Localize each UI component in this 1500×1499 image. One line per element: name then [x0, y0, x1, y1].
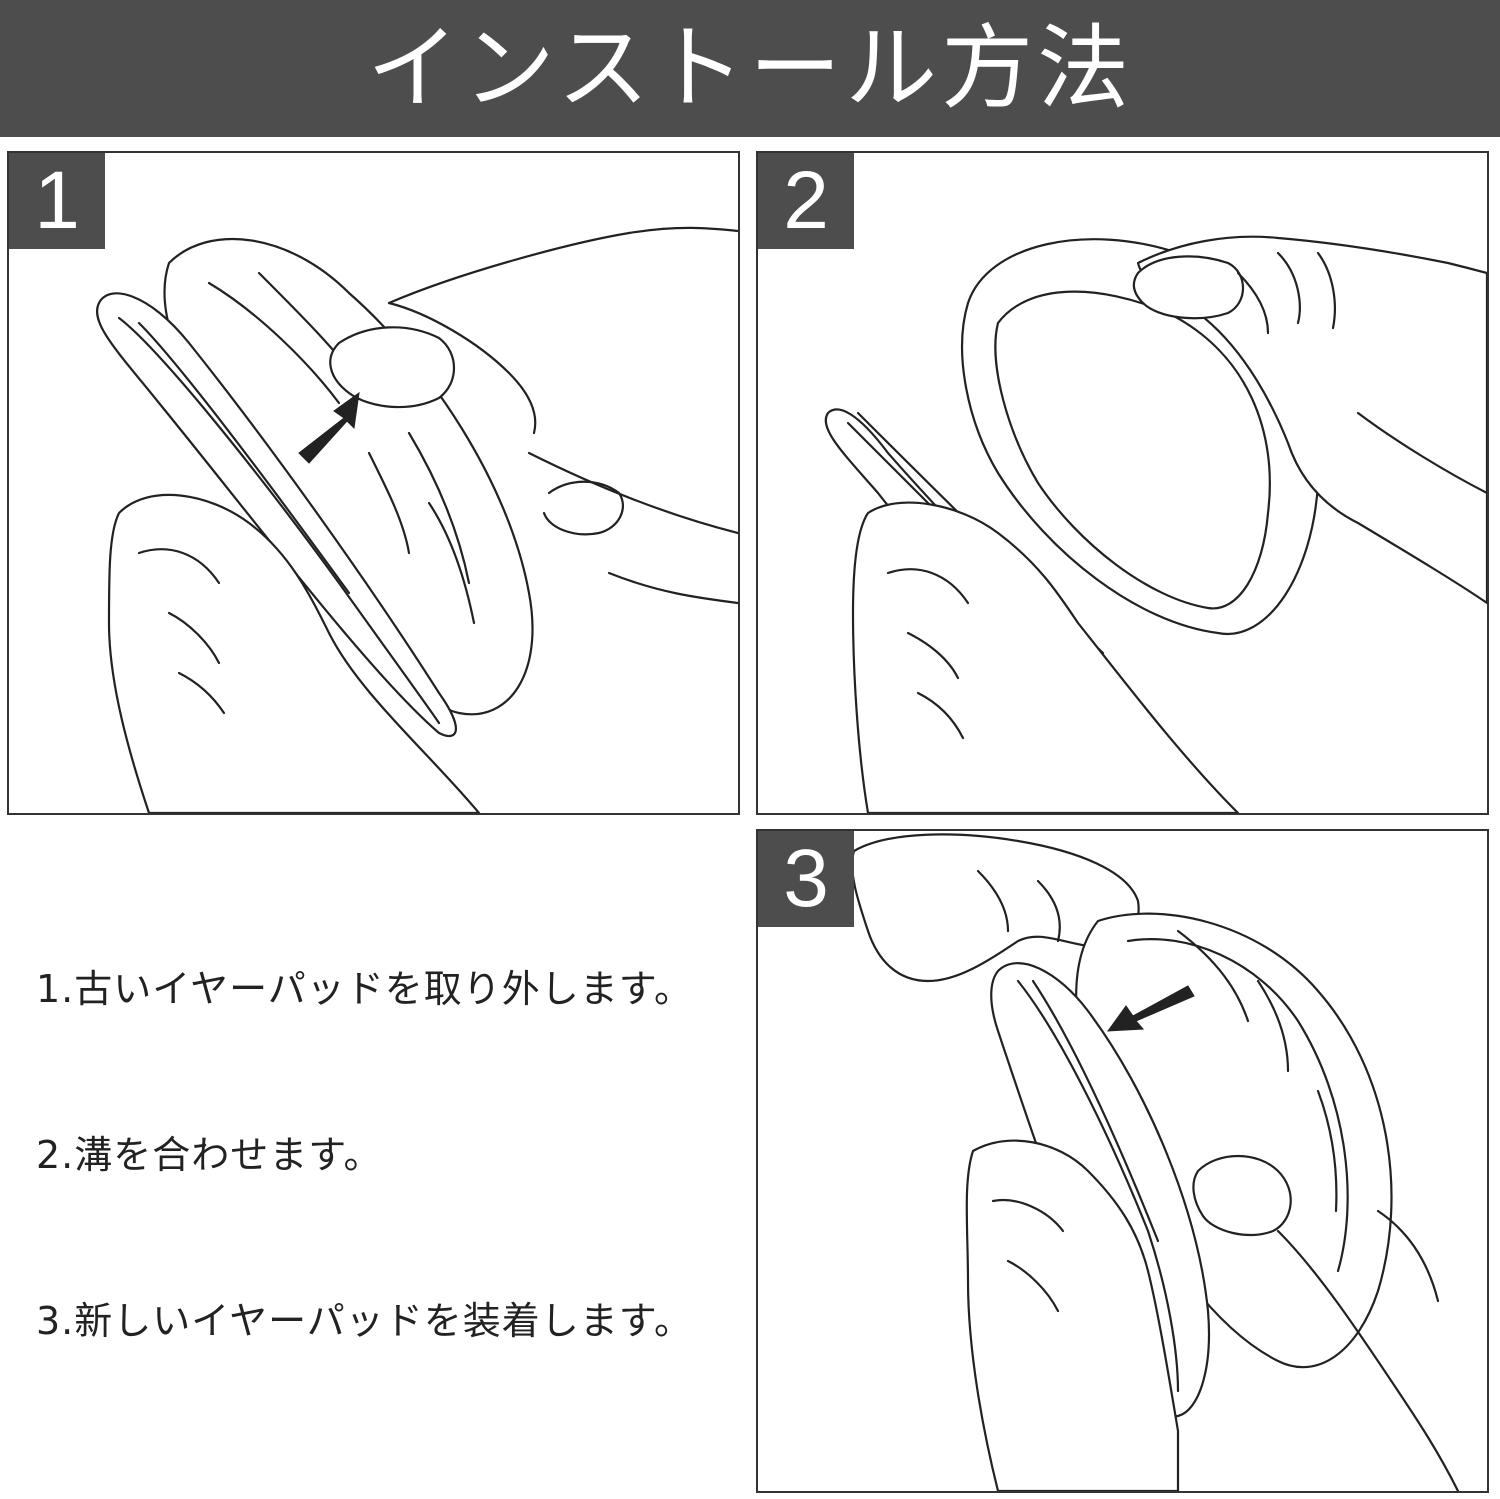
right-thumb	[1134, 256, 1243, 318]
instruction-step-2: 2.溝を合わせます。	[36, 1124, 382, 1179]
step-3-panel: 3	[756, 829, 1489, 1493]
instruction-step-3: 3.新しいイヤーパッドを装着します。	[36, 1290, 693, 1345]
arm-outline-lower	[529, 453, 738, 533]
step-2-illustration	[758, 153, 1487, 813]
step-1-badge: 1	[9, 153, 105, 249]
step-3-illustration	[758, 831, 1487, 1491]
header-banner: インストール方法	[0, 0, 1500, 137]
page-title: インストール方法	[367, 23, 1133, 115]
instruction-step-1: 1.古いイヤーパッドを取り外します。	[36, 958, 693, 1013]
step-3-badge: 3	[758, 831, 854, 927]
arm-outline	[389, 228, 738, 303]
step-2-badge: 2	[758, 153, 854, 249]
step-2-panel: 2	[756, 151, 1489, 815]
step-1-panel: 1	[7, 151, 740, 815]
step-1-illustration	[9, 153, 738, 813]
